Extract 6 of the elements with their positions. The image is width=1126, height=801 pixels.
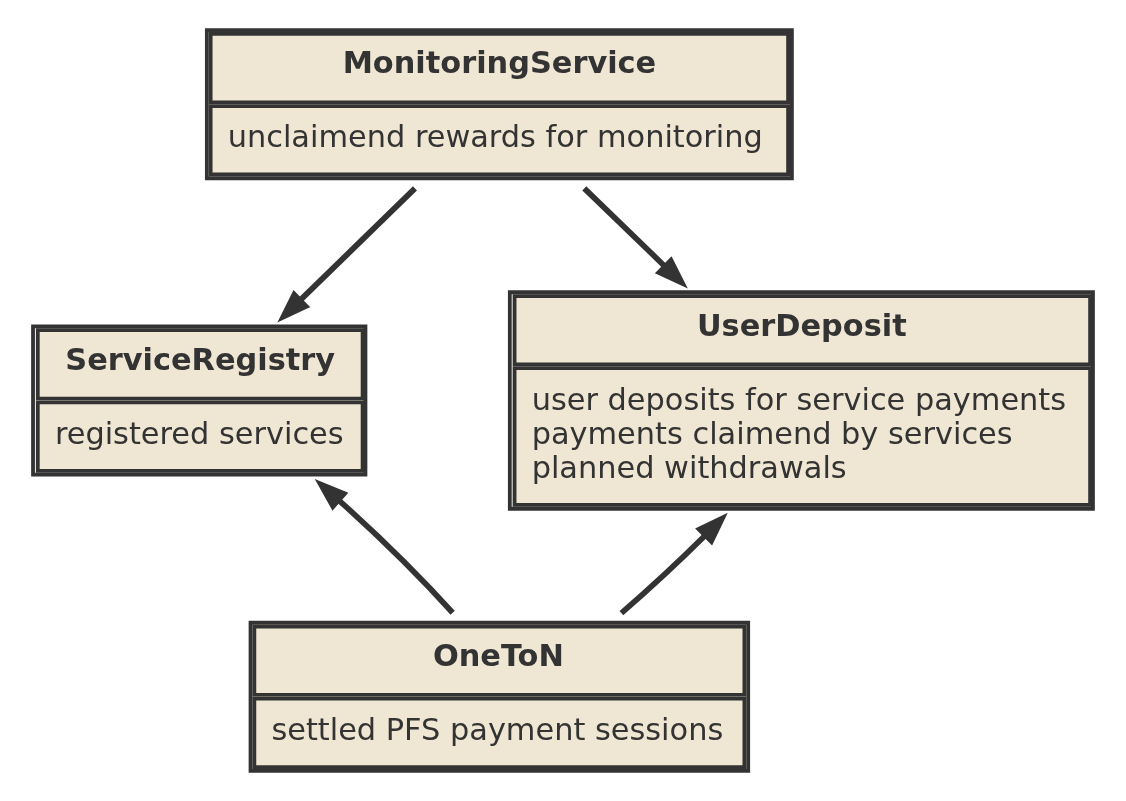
arrow [582, 186, 688, 289]
node-box: OneToN settled PFS payment sessions [248, 620, 751, 773]
node-box: MonitoringService unclaimend rewards for monitoring [204, 28, 794, 181]
arrow [314, 478, 455, 615]
arrow [277, 186, 417, 323]
arrow [619, 512, 728, 616]
